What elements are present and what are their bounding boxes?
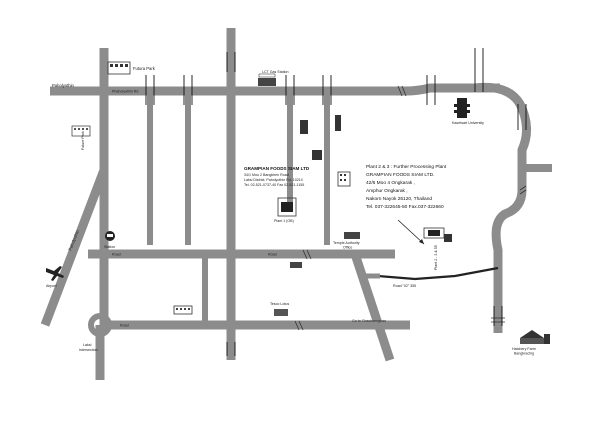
airplane-icon: [46, 266, 64, 281]
building-icon: [173, 305, 193, 315]
building-icon: [344, 232, 360, 239]
plant-info-address1: 42/6 Moo 4 Ongkarak ,: [366, 180, 415, 186]
head-office-phone: Tel. 02-521-0737-40 Fax 02-521-1155: [244, 183, 304, 187]
central-road-label: Road: [268, 253, 277, 257]
plant-2-label: Plant 2 - 3 & 55: [434, 245, 438, 270]
head-office-title: GRAMPIAN FOODS SIAM LTD: [244, 166, 310, 171]
head-office-block: GRAMPIAN FOODS SIAM LTD 34/1 Moo 2 Bangk…: [244, 166, 310, 187]
building-icon: [300, 115, 351, 187]
main-road-top: [50, 83, 500, 96]
highway-east-curve: [474, 82, 531, 333]
paholyothin-diagonal: [40, 168, 109, 327]
laksi-roundabout: [88, 313, 112, 337]
station-label: Station: [104, 245, 115, 249]
tesco-lotus-label: Tesco Lotus: [270, 302, 289, 306]
road-breaks: [294, 85, 527, 331]
to-chachoengsao-label: Go to Chachoengsao: [352, 319, 386, 323]
plant-info-contact: Tel. 037-322645-50 Fax.037-322660: [366, 204, 444, 210]
airport-label: Airport: [46, 284, 57, 288]
university-label: Kasetsart University: [452, 121, 484, 125]
plant-1-building: [277, 197, 297, 217]
futura-park-label: Futura Park: [133, 66, 156, 71]
head-office-address2: Laksi District, Paholyothin Rd, 10210: [244, 178, 303, 182]
farm-icon: [520, 330, 550, 344]
plant-info-block: Plant 2 & 3 : Further Processing Plant G…: [366, 164, 447, 210]
plant-info-heading: Plant 2 & 3 : Further Processing Plant: [366, 164, 447, 170]
overpass-marks: [145, 48, 527, 356]
station-icon: [105, 231, 115, 241]
plant-info-address3: Nakorn Nayok 26120, Thailand: [366, 196, 432, 202]
plant-pointer-arrow: [397, 219, 425, 245]
future-park-north-label: Future Park: [81, 131, 85, 150]
plant-1-label: Plant 1 (OB): [274, 219, 294, 223]
plant-info-company: GRAMPIAN FOODS SIAM LTD.: [366, 172, 434, 178]
plant-info-address2: Amphur Ongkarak ,: [366, 188, 408, 194]
building-icon: [290, 262, 302, 268]
lct-gas-station-label: LCT Gas Station: [262, 70, 289, 74]
building-icon: [71, 125, 91, 137]
paholyothin-label-west: Paholyothin: [52, 83, 75, 88]
route-to-plant: [377, 266, 499, 281]
building-icon: [107, 61, 131, 75]
building-icon: [274, 309, 288, 316]
gas-station-icon: [258, 73, 276, 86]
head-office-address1: 34/1 Moo 2 Bangkhen Road: [244, 173, 289, 177]
paholyothin-label-east: Phaholyothin Rd: [112, 90, 138, 94]
road-to-plant-label: Road "02" 355: [393, 284, 416, 288]
southeast-diagonal: [350, 252, 395, 362]
plant-2-building: [423, 227, 452, 242]
building-icon: [454, 98, 470, 118]
bottom-road-label: Road: [120, 324, 129, 328]
lower-road-label: Road: [112, 253, 121, 257]
plant-pointer-arrowhead: [419, 239, 424, 244]
